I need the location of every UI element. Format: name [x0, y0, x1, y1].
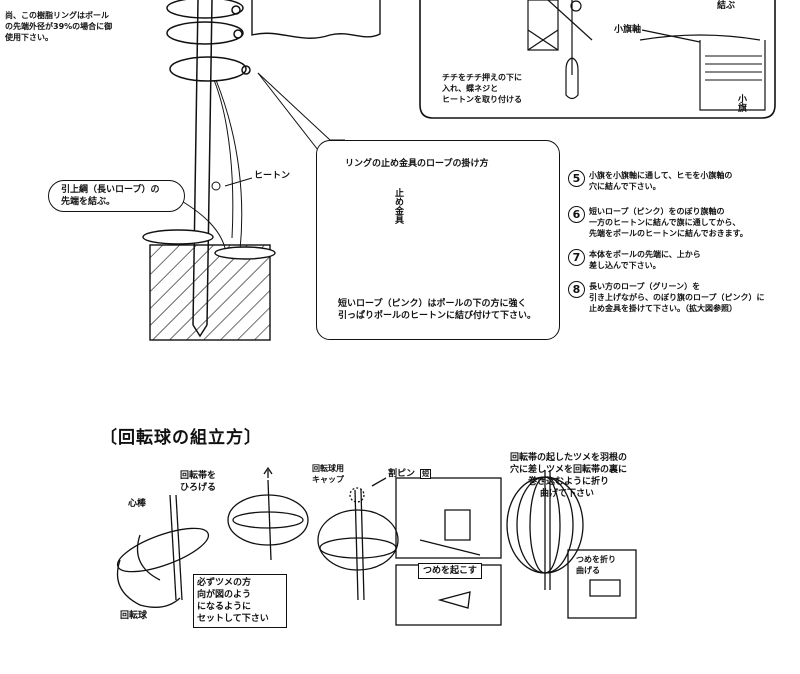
step-item: 7 本体をポールの先端に、上から 差し込んで下さい。	[568, 249, 796, 271]
ropes	[179, 79, 243, 251]
steps-list: 5 小旗を小旗軸に通して、ヒモを小旗軸の 穴に結んで下さい。 6 短いロープ（ピ…	[568, 170, 796, 314]
split-pin-label: 割ピン 短	[388, 468, 432, 480]
step-number: 7	[568, 249, 585, 266]
step-number: 8	[568, 281, 585, 298]
top-inset-art	[527, 0, 766, 111]
spread-band-label: 回転帯を ひろげる	[180, 470, 216, 494]
step-line: 止め金具を掛けて下さい。（拡大図参照）	[589, 304, 737, 313]
ground-block	[149, 244, 271, 341]
inset-small-flag-label: 小旗	[736, 94, 746, 112]
assembly-figure-4	[506, 470, 637, 619]
inset-small-flag-shaft-label: 小旗軸	[614, 25, 642, 35]
step-item: 5 小旗を小旗軸に通して、ヒモを小旗軸の 穴に結んで下さい。	[568, 170, 796, 192]
assembly-figure-2	[227, 466, 309, 561]
step-line: 穴に結んで下さい。	[589, 182, 661, 191]
step-number: 6	[568, 206, 585, 223]
inset-chichi-line: チチをチチ押えの下に	[442, 73, 522, 82]
insert-claw-line: 曲げて下さい	[540, 489, 595, 499]
insert-claw-line: 穴に差しツメを回転帯の裏に	[510, 465, 628, 475]
inset-chichi-line: ヒートンを取り付ける	[442, 95, 522, 104]
claw-note-line: セットして下さい	[197, 614, 269, 624]
cap-label: 回転球用 キャップ	[312, 463, 344, 485]
base-discs	[142, 229, 276, 260]
fold-claw-label: つめを折り 曲げる	[576, 554, 616, 576]
step-line: 本体をポールの先端に、上から	[589, 250, 701, 259]
top-inset-frame	[419, 0, 776, 119]
spread-band-line: ひろげる	[180, 483, 217, 493]
rope-callout-bottom: 短いロープ（ピンク）はポールの下の方に強く 引っぱりポールのヒートンに結び付けて…	[338, 298, 536, 322]
top-left-note-line: の先端外径が39%の場合に御	[5, 22, 113, 31]
raise-claw-label: つめを起こす	[418, 563, 482, 579]
step-line: 小旗を小旗軸に通して、ヒモを小旗軸の	[589, 171, 733, 180]
top-left-note-line: 尚、この樹脂リングはポール	[5, 11, 109, 20]
assembly-figure-1	[116, 494, 210, 608]
step-item: 8 長い方のロープ（グリーン）を 引き上げながら、のぼり旗のロープ（ピンク）に …	[568, 281, 796, 314]
resin-rings	[166, 0, 251, 82]
step-number: 5	[568, 170, 585, 187]
claw-note-line: になるように	[197, 602, 252, 612]
claw-note-line: 必ずツメの方	[197, 578, 252, 588]
rope-stopper-callout	[316, 140, 560, 340]
spread-band-line: 回転帯を	[180, 471, 217, 481]
insert-claw-note: 回転帯の起したツメを羽根の 穴に差しツメを回転帯の裏に 巻き込むように折り 曲げ…	[510, 452, 627, 500]
insert-claw-line: 巻き込むように折り	[528, 477, 610, 487]
tie-long-rope-line: 引上綱（長いロープ）の	[61, 185, 160, 195]
insert-claw-line: 回転帯の起したツメを羽根の	[510, 453, 628, 463]
flag-pole	[192, 0, 213, 338]
split-pin-mark: 短	[420, 469, 432, 479]
fold-claw-line: つめを折り	[576, 555, 616, 564]
rope-callout-bottom-line: 短いロープ（ピンク）はポールの下の方に強く	[338, 299, 527, 309]
step-line: 一方のヒートンに結んで旗に通してから、	[589, 218, 741, 227]
claw-note-box: 必ずツメの方 向が図のよう になるように セットして下さい	[193, 574, 287, 628]
tie-long-rope-line: 先端を結ぶ。	[61, 197, 116, 207]
inset-chichi-line: 入れ、蝶ネジと	[442, 84, 499, 93]
split-pin-text: 割ピン	[388, 469, 416, 479]
step-line: 引き上げながら、のぼり旗のロープ（ピンク）に	[589, 293, 765, 302]
core-rod-label: 心棒	[128, 499, 147, 509]
cap-label-line: キャップ	[312, 475, 344, 484]
stopper-label: 止め金具	[393, 188, 403, 224]
cap-label-line: 回転球用	[312, 464, 344, 473]
claw-note-line: 向が図のよう	[197, 590, 252, 600]
step-line: 先端をポールのヒートンに結んでおきます。	[589, 229, 748, 238]
step-line: 短いロープ（ピンク）をのぼり旗軸の	[589, 207, 725, 216]
hiton-label: ヒートン	[254, 171, 291, 181]
top-left-note: 尚、この樹脂リングはポール の先端外径が39%の場合に御 使用下さい。	[5, 10, 112, 43]
step-item: 6 短いロープ（ピンク）をのぼり旗軸の 一方のヒートンに結んで旗に通してから、 …	[568, 206, 796, 239]
rotating-ball-label: 回転球	[120, 611, 148, 621]
tie-long-rope-callout: 引上綱（長いロープ）の 先端を結ぶ。	[48, 180, 185, 212]
step-line: 長い方のロープ（グリーン）を	[589, 282, 701, 291]
inset-tie-label: 結ぶ	[717, 1, 736, 11]
fold-claw-line: 曲げる	[576, 566, 600, 575]
top-left-note-line: 使用下さい。	[5, 33, 53, 42]
rope-callout-title: リングの止め金具のロープの掛け方	[345, 159, 489, 169]
step-line: 差し込んで下さい。	[589, 261, 661, 270]
section-title: 〔回転球の組立方〕	[100, 428, 262, 448]
flag-fragment	[251, 0, 381, 39]
rope-callout-bottom-line: 引っぱりポールのヒートンに結び付けて下さい。	[338, 311, 537, 321]
assembly-figure-3	[317, 477, 502, 626]
inset-chichi-note: チチをチチ押えの下に 入れ、蝶ネジと ヒートンを取り付ける	[442, 72, 522, 105]
